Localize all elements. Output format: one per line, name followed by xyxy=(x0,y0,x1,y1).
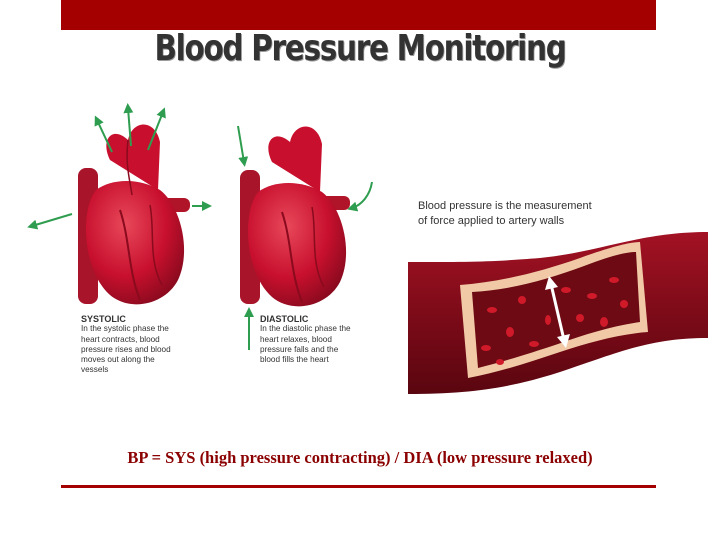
bottom-divider xyxy=(61,485,656,488)
systolic-heart-icon xyxy=(78,124,190,305)
systolic-line: vessels xyxy=(81,365,109,375)
artery-line: Blood pressure is the measurement xyxy=(418,200,592,212)
title-accent-bar xyxy=(61,0,656,30)
diastolic-line: In the diastolic phase the xyxy=(260,324,351,334)
heart-and-artery-illustration xyxy=(27,103,708,394)
diastolic-heading: DIASTOLIC xyxy=(260,314,309,324)
artery-line: of force applied to artery walls xyxy=(418,215,565,227)
systolic-caption: SYSTOLIC In the systolic phase the heart… xyxy=(81,314,191,376)
systolic-line: moves out along the xyxy=(81,355,155,365)
diastolic-line: pressure falls and the xyxy=(260,344,339,354)
systolic-line: heart contracts, blood xyxy=(81,334,160,344)
diastolic-inflow-arrows xyxy=(237,125,373,350)
artery-caption: Blood pressure is the measurement of for… xyxy=(418,199,628,229)
bp-formula: BP = SYS (high pressure contracting) / D… xyxy=(127,448,593,467)
diastolic-caption: DIASTOLIC In the diastolic phase the hea… xyxy=(260,314,370,365)
slide-title: Blood Pressure Monitoring xyxy=(154,28,566,69)
diastolic-heart-icon xyxy=(240,126,350,307)
systolic-outflow-arrows xyxy=(27,103,212,230)
systolic-heading: SYSTOLIC xyxy=(81,314,126,324)
systolic-line: In the systolic phase the xyxy=(81,324,169,334)
artery-cross-section xyxy=(408,232,708,394)
systolic-line: pressure rises and blood xyxy=(81,344,171,354)
diastolic-line: heart relaxes, blood xyxy=(260,334,332,344)
diastolic-line: blood fills the heart xyxy=(260,355,329,365)
